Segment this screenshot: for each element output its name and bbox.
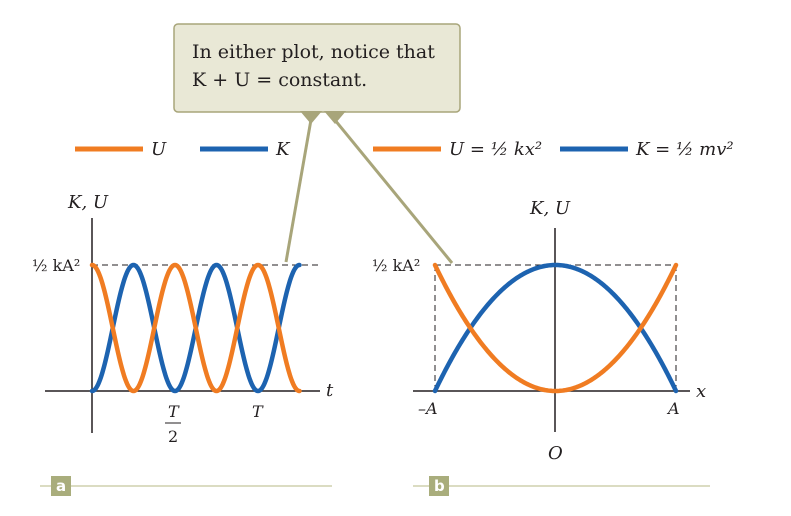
panel-a-tick-T: T	[252, 402, 264, 421]
panel-a-x-label: t	[326, 380, 334, 401]
panel-a-ymax-label: ½ kA²	[32, 256, 80, 275]
callout-pointer-a	[284, 113, 314, 263]
panel-b-u-curve	[432, 262, 679, 394]
panel-b-caption: b	[413, 476, 710, 496]
callout-pointer-b	[328, 113, 454, 264]
legend-b-u-label: U = ½ kx²	[449, 139, 542, 160]
callout-line-1: In either plot, notice that	[192, 41, 435, 63]
panel-a: K, U t ½ kA² T 2 T	[32, 192, 334, 446]
panel-b-badge-label: b	[434, 477, 445, 495]
panel-a-badge-label: a	[56, 477, 66, 495]
panel-a-caption: a	[40, 476, 332, 496]
panel-b-tick-right: A	[666, 399, 680, 418]
panel-b-x-label: x	[696, 381, 706, 402]
callout-box: In either plot, notice that K + U = cons…	[173, 23, 461, 124]
panel-b-k-curve	[432, 262, 679, 394]
legend-a-k-label: K	[275, 139, 291, 160]
panel-b-y-label: K, U	[529, 198, 571, 219]
panel-b-origin-label: O	[548, 443, 563, 464]
legend-a-u-label: U	[151, 139, 167, 160]
panel-b-ymax-label: ½ kA²	[372, 256, 420, 275]
panel-a-tick-half-num: T	[168, 402, 180, 421]
panel-a-y-label: K, U	[67, 192, 109, 213]
panel-b-badge	[429, 476, 449, 496]
panel-b: K, U x ½ kA² –A A O	[372, 198, 706, 464]
callout-line-2: K + U = constant.	[192, 69, 367, 91]
panel-a-badge	[51, 476, 71, 496]
panel-b-tick-left: –A	[418, 399, 438, 418]
panel-a-tick-half-den: 2	[168, 427, 178, 446]
legend-a: U K	[75, 139, 291, 160]
panel-a-u-curve	[89, 262, 302, 394]
legend-b-k-label: K = ½ mv²	[635, 139, 734, 160]
legend-b: U = ½ kx² K = ½ mv²	[373, 139, 734, 160]
